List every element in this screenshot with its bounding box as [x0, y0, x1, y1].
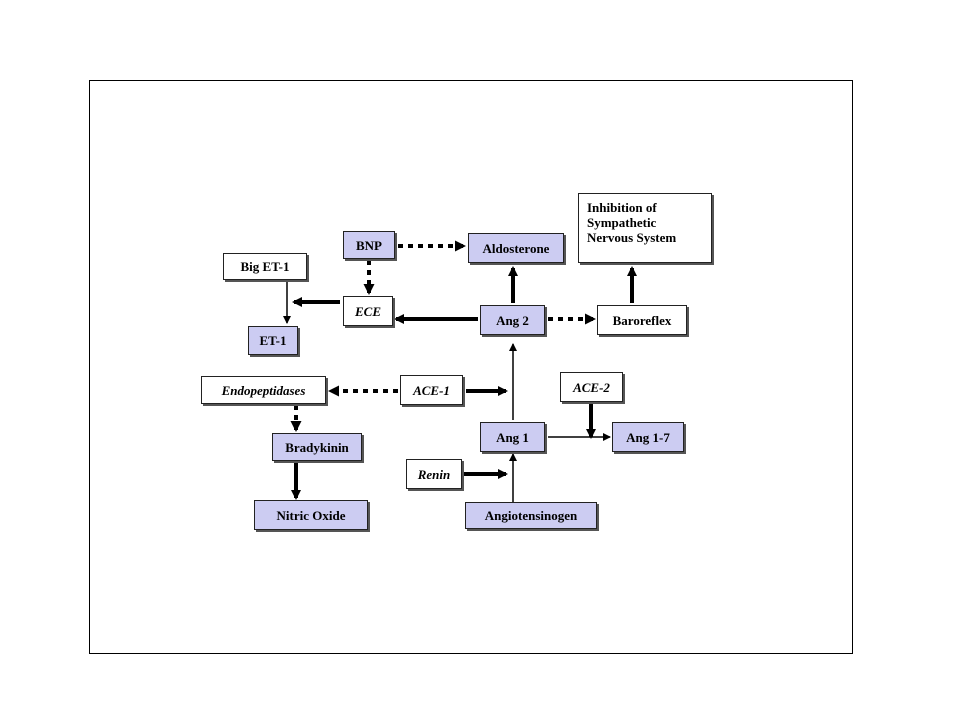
- node-ang17: Ang 1-7: [612, 422, 684, 452]
- inhibition-line-1: Inhibition of: [587, 200, 657, 215]
- node-inhibition-sympathetic: Inhibition of Sympathetic Nervous System: [578, 193, 712, 263]
- node-angiotensinogen: Angiotensinogen: [465, 502, 597, 529]
- node-ace2: ACE-2: [560, 372, 623, 402]
- node-ace1: ACE-1: [400, 375, 463, 405]
- node-bnp: BNP: [343, 231, 395, 259]
- node-renin: Renin: [406, 459, 462, 489]
- node-aldosterone: Aldosterone: [468, 233, 564, 263]
- node-baroreflex: Baroreflex: [597, 305, 687, 335]
- node-ang2: Ang 2: [480, 305, 545, 335]
- node-nitric-oxide: Nitric Oxide: [254, 500, 368, 530]
- slide-frame: [89, 80, 853, 654]
- node-big-et1: Big ET-1: [223, 253, 307, 280]
- node-ang1: Ang 1: [480, 422, 545, 452]
- node-et1: ET-1: [248, 326, 298, 355]
- node-ece: ECE: [343, 296, 393, 326]
- node-endopeptidases: Endopeptidases: [201, 376, 326, 404]
- inhibition-line-3: Nervous System: [587, 230, 677, 245]
- inhibition-line-2: Sympathetic: [587, 215, 657, 230]
- node-bradykinin: Bradykinin: [272, 433, 362, 461]
